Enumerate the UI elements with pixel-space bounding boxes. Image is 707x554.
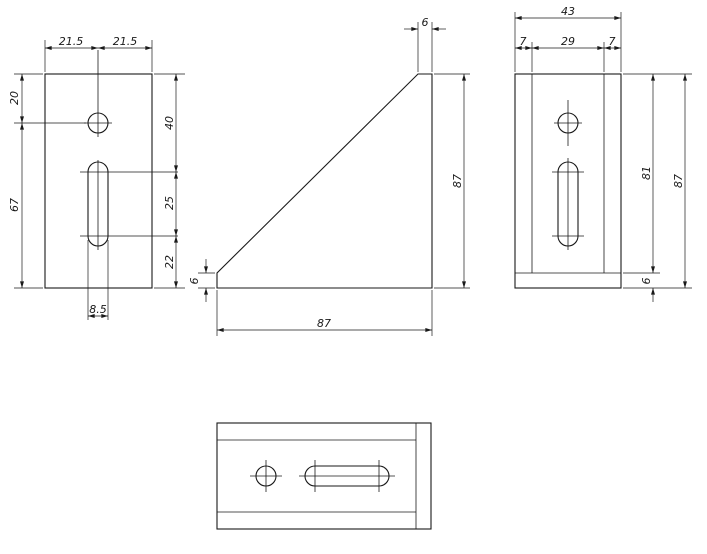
front-outline [44,73,153,289]
dim-side-length: 87 [317,317,331,330]
dim-front-top-left: 21.5 [59,35,84,48]
top-view [216,422,432,530]
dim-end-left-flange: 7 [520,35,527,48]
end-outline [514,73,622,289]
side-outline [216,73,433,289]
dim-end-total-height: 87 [672,174,685,188]
dim-front-hole-offset: 20 [8,91,21,105]
dim-end-base-thickness: 6 [640,278,653,285]
dim-end-inner-width: 29 [561,35,575,48]
front-view: 21.5 21.5 20 67 40 25 22 8.5 [8,35,185,320]
dim-front-top-right: 21.5 [113,35,138,48]
dim-end-right-flange: 7 [609,35,616,48]
end-view: 43 7 29 7 81 87 6 [514,5,692,302]
dim-side-top-thickness: 6 [422,16,429,29]
dim-front-slot-width: 8.5 [89,303,107,316]
dim-front-total-height: 67 [8,198,21,212]
side-view: 6 87 6 87 [188,16,470,336]
dim-side-height: 87 [451,174,464,188]
dim-side-base-thickness: 6 [188,278,201,285]
dim-end-inner-height: 81 [640,166,653,180]
top-outline [216,422,432,530]
dim-end-total-width: 43 [561,5,575,18]
dim-front-slot-length: 25 [163,196,176,210]
dim-front-lower: 22 [163,255,176,269]
dim-front-upper: 40 [163,116,176,130]
